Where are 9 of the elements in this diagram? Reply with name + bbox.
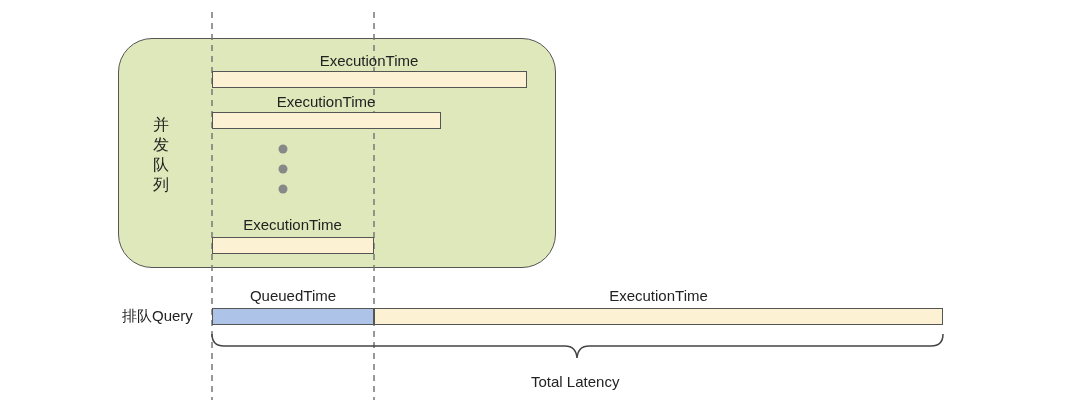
- row-label: 排队Query: [122, 307, 193, 325]
- bar-label: ExecutionTime: [242, 215, 343, 233]
- panel-title: 并发队列: [153, 115, 170, 195]
- bar-label: ExecutionTime: [608, 287, 709, 304]
- bar-label: ExecutionTime: [275, 92, 377, 110]
- queue-panel: [118, 38, 556, 268]
- total-label: Total Latency: [531, 373, 620, 391]
- bar-label: ExecutionTime: [318, 51, 420, 69]
- bar-label: QueuedTime: [248, 287, 338, 304]
